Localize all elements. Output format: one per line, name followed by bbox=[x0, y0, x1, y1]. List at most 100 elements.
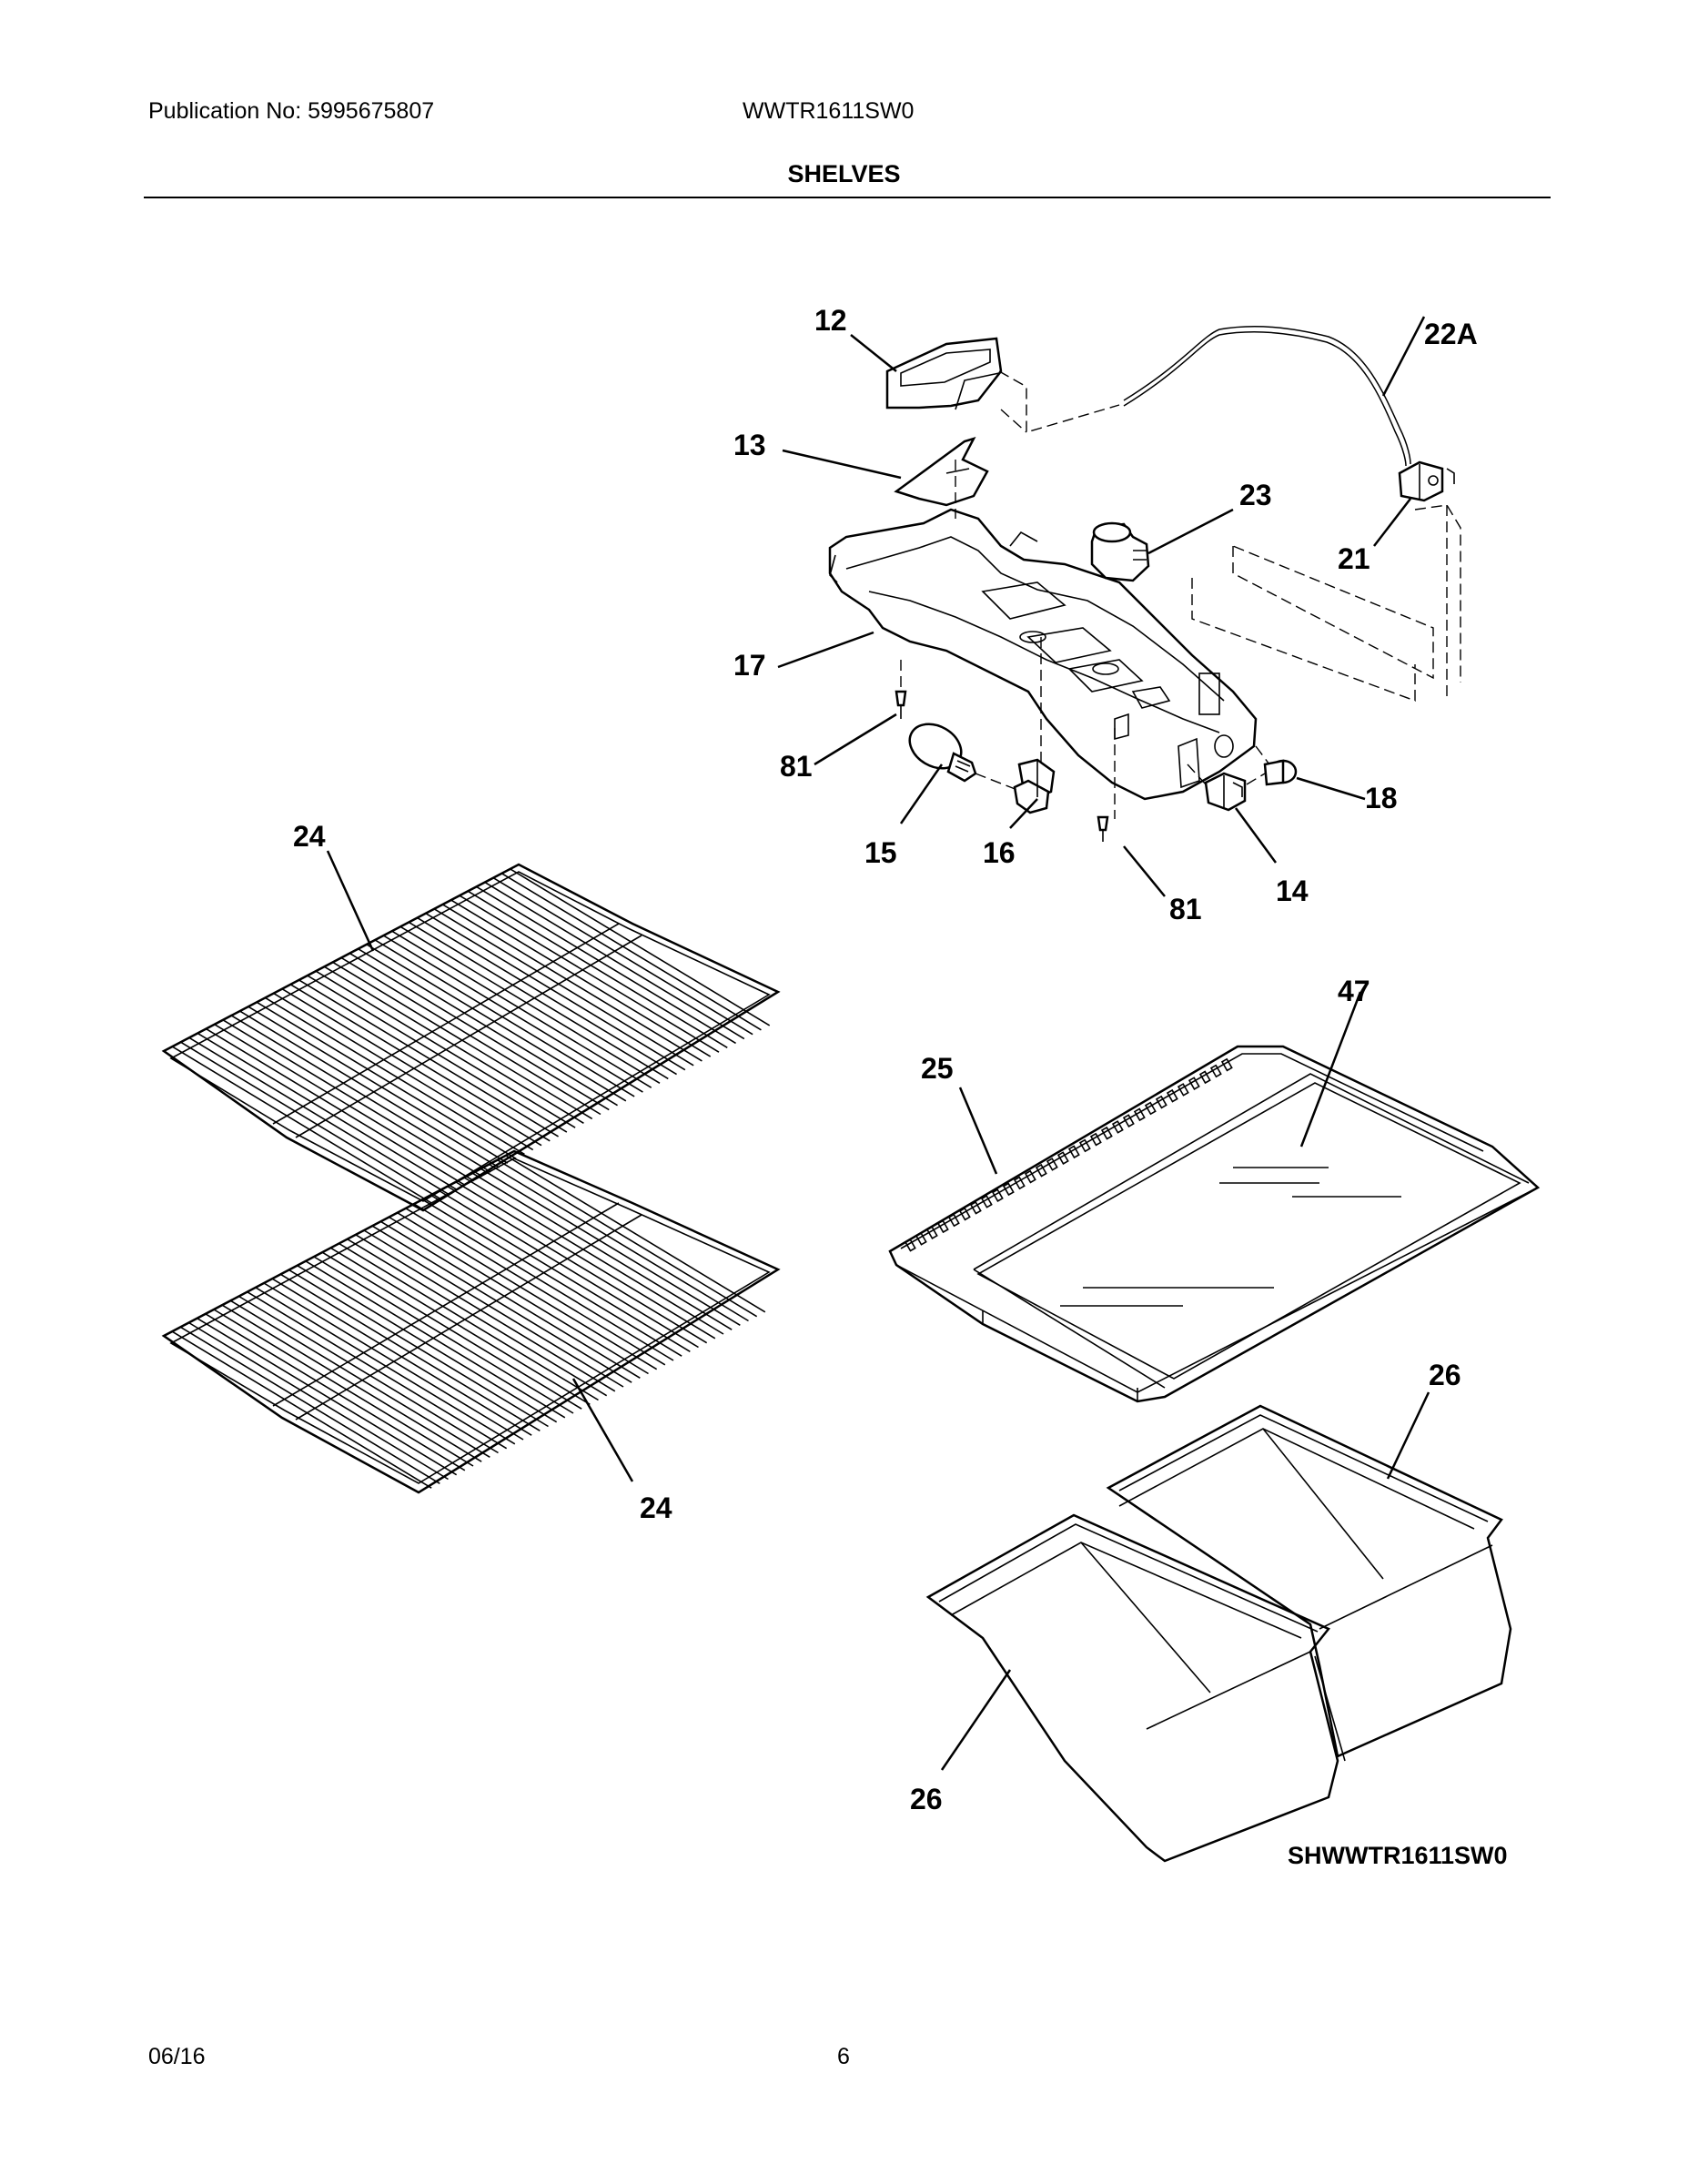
shelf-rod bbox=[221, 1304, 482, 1462]
callout-13: 13 bbox=[733, 429, 766, 461]
section-title: SHELVES bbox=[787, 160, 901, 187]
shelf-rod bbox=[347, 1238, 608, 1397]
shelf-rod bbox=[230, 1015, 491, 1173]
vent-slot bbox=[1122, 1114, 1135, 1127]
vent-slot bbox=[1155, 1095, 1167, 1109]
shelf-rod bbox=[459, 895, 720, 1053]
shelf-rod bbox=[447, 1185, 708, 1344]
vent-slot bbox=[1078, 1138, 1091, 1153]
shelf-rod bbox=[197, 1032, 458, 1191]
shelf-rod bbox=[389, 1216, 649, 1375]
part-24-wire-shelf-upper bbox=[161, 863, 781, 1212]
vent-slot bbox=[1035, 1163, 1047, 1178]
callout-17: 17 bbox=[733, 649, 766, 682]
vent-slot bbox=[1133, 1107, 1146, 1122]
shelf-rod bbox=[366, 944, 627, 1102]
shelf-rod bbox=[324, 966, 584, 1124]
shelf-rod bbox=[455, 1181, 716, 1340]
part-81-screw-lower bbox=[1097, 815, 1109, 842]
callout-24-upper: 24 bbox=[293, 820, 326, 853]
shelf-rod bbox=[480, 1168, 741, 1327]
callout-23: 23 bbox=[1239, 479, 1272, 511]
part-13-lens bbox=[894, 436, 989, 507]
shelf-rod bbox=[307, 975, 568, 1133]
callout-26-right: 26 bbox=[1429, 1359, 1461, 1391]
shelf-rod bbox=[505, 1155, 766, 1313]
part-18-knob bbox=[1263, 759, 1298, 786]
callout-47: 47 bbox=[1338, 975, 1370, 1007]
vent-slot bbox=[991, 1188, 1004, 1202]
callout-22a: 22A bbox=[1424, 318, 1478, 350]
callout-25: 25 bbox=[921, 1052, 954, 1085]
shelf-rod bbox=[229, 1299, 490, 1459]
shelf-rod bbox=[213, 1309, 474, 1467]
shelf-rod bbox=[497, 1158, 758, 1318]
part-25-shelf-frame bbox=[888, 1045, 1541, 1403]
vent-slot bbox=[1111, 1120, 1124, 1134]
vent-slot bbox=[925, 1226, 938, 1239]
diagram-code: SHWWTR1611SW0 bbox=[1288, 1842, 1508, 1869]
shelf-rod bbox=[489, 1163, 749, 1322]
vent-slot bbox=[1067, 1145, 1080, 1159]
shelf-rod bbox=[425, 913, 686, 1071]
shelf-rod bbox=[433, 908, 694, 1067]
shelf-rod bbox=[188, 1321, 449, 1481]
part-26-crisper-right bbox=[1106, 1404, 1512, 1758]
callout-26-left: 26 bbox=[910, 1783, 943, 1815]
shelf-rod bbox=[467, 890, 728, 1048]
shelf-rod bbox=[413, 1203, 674, 1361]
shelf-rod bbox=[501, 873, 762, 1031]
shelf-rod bbox=[340, 956, 601, 1116]
callout-18: 18 bbox=[1365, 782, 1398, 814]
vent-slot bbox=[1046, 1158, 1058, 1171]
shelf-rod bbox=[363, 1229, 624, 1388]
shelf-rod bbox=[171, 1330, 432, 1489]
shelf-rod bbox=[358, 948, 618, 1107]
vent-slot bbox=[958, 1207, 971, 1221]
shelf-rod bbox=[197, 1317, 458, 1476]
vent-slot bbox=[915, 1232, 927, 1246]
shelf-rod bbox=[321, 1251, 582, 1410]
shelf-rod bbox=[329, 1247, 591, 1406]
shelf-rod bbox=[238, 1295, 499, 1454]
footer-date: 06/16 bbox=[148, 2044, 206, 2069]
shelf-rod bbox=[397, 1211, 658, 1370]
shelf-rod bbox=[492, 876, 753, 1036]
part-16-socket bbox=[1013, 758, 1056, 814]
shelf-rod bbox=[247, 1290, 508, 1450]
assembly-lines-top bbox=[900, 370, 1461, 819]
shelf-rod bbox=[239, 1010, 500, 1168]
shelf-rod bbox=[383, 935, 643, 1093]
part-21-switch bbox=[1398, 460, 1455, 502]
shelf-rod bbox=[205, 1313, 466, 1471]
shelf-rod bbox=[171, 1046, 432, 1204]
shelf-rod bbox=[471, 1172, 733, 1330]
part-26-crisper-left bbox=[925, 1513, 1346, 1863]
shelf-rod bbox=[222, 1019, 483, 1178]
part-12-shield bbox=[885, 337, 1003, 410]
shelf-rod bbox=[214, 1024, 475, 1182]
shelf-rod bbox=[421, 1198, 682, 1357]
part-17-housing bbox=[828, 508, 1258, 801]
publication-number: Publication No: 5995675807 bbox=[148, 98, 435, 124]
shelf-rod bbox=[355, 1234, 616, 1392]
shelf-rod bbox=[315, 970, 576, 1128]
vent-slot bbox=[1056, 1151, 1069, 1165]
callout-81-lower: 81 bbox=[1169, 893, 1202, 925]
shelf-rod bbox=[463, 1177, 724, 1335]
vent-slot bbox=[936, 1219, 949, 1234]
shelf-rod bbox=[206, 1027, 466, 1187]
shelf-rod bbox=[332, 961, 593, 1120]
vent-slot bbox=[980, 1195, 993, 1208]
vent-slot bbox=[1144, 1101, 1157, 1116]
part-81-screw-upper bbox=[895, 690, 907, 719]
vent-slot bbox=[1013, 1176, 1026, 1190]
shelf-rod bbox=[510, 868, 771, 1026]
shelf-wire-rods bbox=[171, 868, 771, 1489]
part-23-control bbox=[1090, 521, 1150, 582]
shelf-rod bbox=[288, 1269, 549, 1428]
vent-slot bbox=[947, 1213, 960, 1228]
part-15-bulb bbox=[908, 723, 977, 783]
vent-slot bbox=[1166, 1088, 1178, 1103]
shelf-rod bbox=[349, 952, 610, 1111]
